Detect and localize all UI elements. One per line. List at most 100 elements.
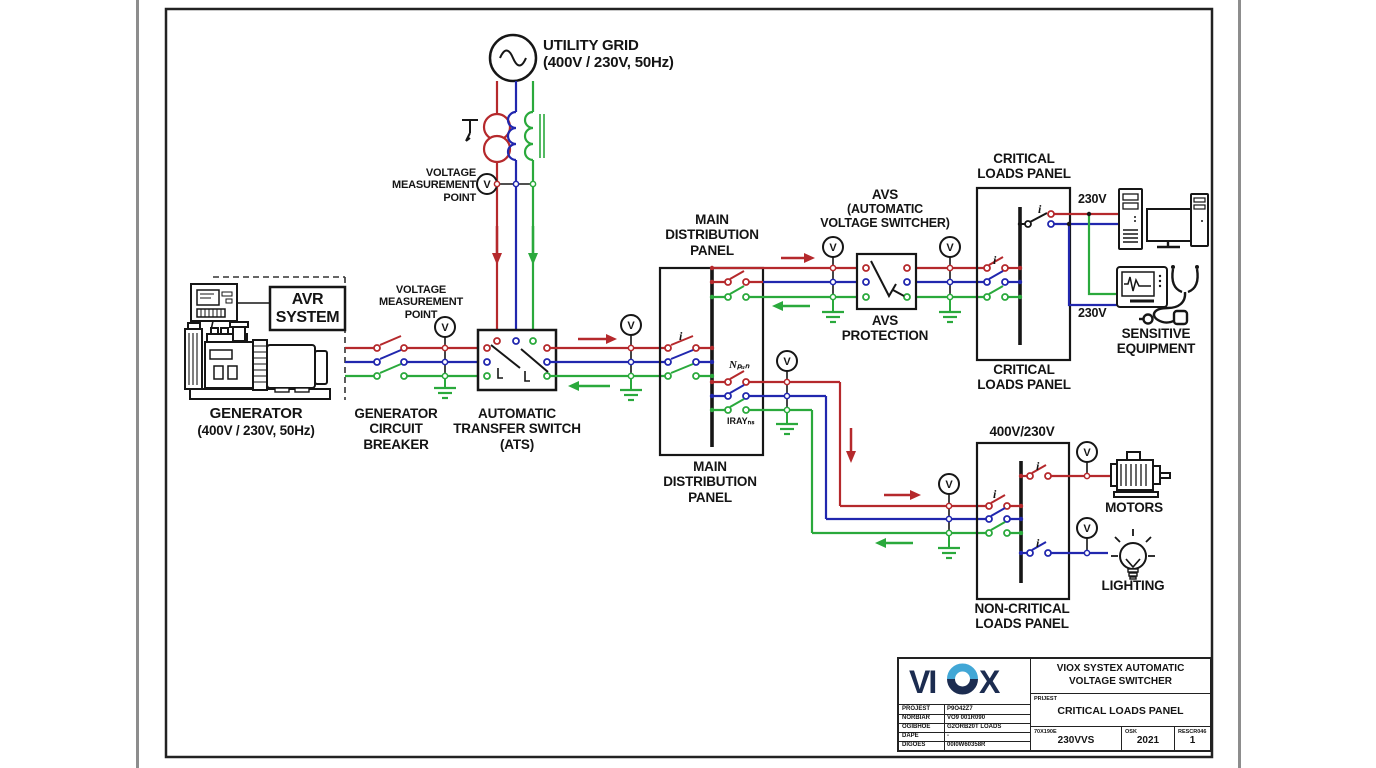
ncp-lighting-branch	[1018, 541, 1108, 557]
logo-o-top-arc	[947, 663, 978, 680]
voltmeter-ats-output: V	[618, 314, 644, 402]
computer-icon	[1118, 188, 1209, 250]
label-line: AUTOMATIC	[478, 406, 556, 421]
voltmeter-motors: V	[1076, 441, 1098, 480]
avr-system-label: AVR SYSTEM	[271, 291, 344, 327]
svg-text:V: V	[946, 242, 954, 254]
info-rows: PROJEST P9O42Z7 NORBIAR VO9 001R090 OGIB…	[899, 705, 1031, 750]
label-line: LOADS PANEL	[977, 377, 1071, 393]
voltmeter-ncp-entry: V	[936, 473, 962, 560]
clp-input-breakers	[983, 256, 1023, 301]
label-line: AVS	[871, 313, 899, 328]
page-right-edge	[1238, 0, 1241, 768]
ray-label: IRAYₙₛ	[727, 416, 755, 426]
flow-arrow-right-red-ats	[578, 334, 617, 344]
voltmeter-generator: V	[432, 316, 458, 400]
mdp-label-top: MAIN DISTRIBUTION PANEL	[662, 212, 762, 258]
label-line: DISTRIBUTION	[663, 474, 757, 490]
clp-sensitive-wires	[1066, 211, 1128, 307]
label-line: MEASUREMENT	[379, 296, 463, 309]
logo-x: X	[979, 664, 1001, 700]
project-cell-value: CRITICAL LOADS PANEL	[1057, 705, 1184, 717]
label-line: DISTRIBUTION	[665, 227, 759, 243]
logo-o-bottom-arc	[947, 678, 978, 695]
meta-cell-label: 70X190E	[1034, 729, 1057, 735]
svg-text:V: V	[627, 320, 635, 332]
generator-circuit-breaker-label: GENERATOR CIRCUIT BREAKER	[348, 406, 444, 452]
voltmeter-avs-right: V	[937, 236, 963, 324]
svg-text:V: V	[945, 479, 953, 491]
voltage-measurement-point-label-utility: VOLTAGE MEASUREMENT POINT	[390, 167, 476, 204]
divider	[944, 705, 945, 714]
label-line: MAIN	[695, 212, 729, 227]
label-line: CRITICAL	[993, 362, 1055, 377]
flow-arrow-down-red	[492, 226, 502, 265]
avr-box	[268, 285, 347, 332]
motor-icon	[1110, 451, 1171, 498]
label-line: PANEL	[690, 242, 734, 258]
info-row: NORBIAR VO9 001R090	[899, 714, 1031, 724]
current-indicator-motors: i	[1036, 459, 1040, 473]
label-line: POINT	[404, 308, 438, 321]
label-line: CRITICAL	[993, 151, 1055, 166]
meta-cell-value: 1	[1189, 735, 1196, 746]
voltage-230v-bottom-label: 230V	[1078, 306, 1107, 320]
voltage-400-230-label: 400V/230V	[989, 424, 1055, 439]
ats-label: AUTOMATIC TRANSFER SWITCH (ATS)	[450, 406, 584, 452]
clp-label-top: CRITICAL LOADS PANEL	[971, 151, 1077, 182]
generator-label: GENERATOR (400V / 230V, 50Hz)	[172, 405, 340, 438]
voltage-230v-top-label: 230V	[1078, 192, 1107, 206]
mdp-to-avs-wires	[709, 265, 985, 301]
flow-arrow-left-green-feeder	[875, 538, 913, 548]
svg-text:V: V	[483, 179, 491, 191]
meta-cell-rev: RESCR046 1	[1175, 727, 1210, 750]
viox-logo: VI X	[909, 663, 1001, 700]
info-row-label: DAPE	[902, 733, 919, 739]
generator-breaker	[345, 335, 484, 380]
label-line: CIRCUIT	[369, 421, 423, 437]
ncp-label: NON-CRITICAL LOADS PANEL	[962, 601, 1082, 632]
flow-arrow-left-green-ats	[568, 381, 610, 391]
info-row: DIGOES 00I0W60358R	[899, 741, 1031, 750]
label-line: GENERATOR	[209, 405, 303, 422]
label-line: VOLTAGE	[395, 284, 447, 296]
info-row-label: DIGOES	[902, 742, 926, 748]
project-cell-label: PRIJEST	[1034, 696, 1057, 702]
divider	[944, 732, 945, 741]
stethoscope-icon	[1139, 265, 1199, 326]
transformer-icon	[482, 110, 545, 164]
meta-cell-value: 2021	[1136, 735, 1160, 746]
neutral-bus-label: Nₚᵤₙ	[729, 359, 750, 371]
info-row-value: -	[947, 733, 949, 739]
voltmeter-avs-left: V	[820, 236, 846, 324]
flow-arrow-down-red-feeder	[846, 428, 856, 463]
mdp-label-bottom: MAIN DISTRIBUTION PANEL	[660, 459, 760, 505]
label-line: UTILITY GRID	[543, 37, 639, 54]
utility-grid-label: UTILITY GRID (400V / 230V, 50Hz)	[543, 37, 723, 72]
current-indicator-lighting: i	[1036, 536, 1040, 550]
title-block: VI X VIOX SYSTEX AUTOMATIC VOLTAGE SWITC…	[897, 657, 1212, 752]
divider	[944, 723, 945, 732]
info-row: OGIBHOE G2ORB20T LOADS	[899, 723, 1031, 733]
meta-cell-label: OSK	[1125, 729, 1137, 735]
svg-text:V: V	[1083, 523, 1091, 535]
ncp-motor-branch	[1018, 464, 1110, 480]
info-row-label: OGIBHOE	[902, 724, 931, 730]
drawing-title-cell: VIOX SYSTEX AUTOMATIC VOLTAGE SWITCHER	[1031, 659, 1210, 694]
page-left-edge	[136, 0, 139, 768]
svg-text:V: V	[829, 242, 837, 254]
meta-cell-value: 230VVS	[1057, 735, 1095, 746]
drawing-title-line: VIOX SYSTEX AUTOMATIC	[1056, 663, 1185, 674]
voltmeter-utility: V	[476, 173, 537, 195]
label-line: (400V / 230V, 50Hz)	[543, 53, 674, 71]
lighting-label: LIGHTING	[1101, 578, 1165, 593]
ncp-box	[975, 441, 1071, 601]
label-line: PANEL	[688, 489, 732, 505]
label-line: (ATS)	[500, 436, 534, 452]
clp-label-bottom: CRITICAL LOADS PANEL	[971, 362, 1077, 393]
generator-icon	[184, 321, 331, 400]
voltmeter-lighting: V	[1076, 517, 1098, 557]
current-indicator-ncp-input: i	[993, 487, 997, 501]
meta-cell-year: OSK 2021	[1122, 727, 1175, 750]
